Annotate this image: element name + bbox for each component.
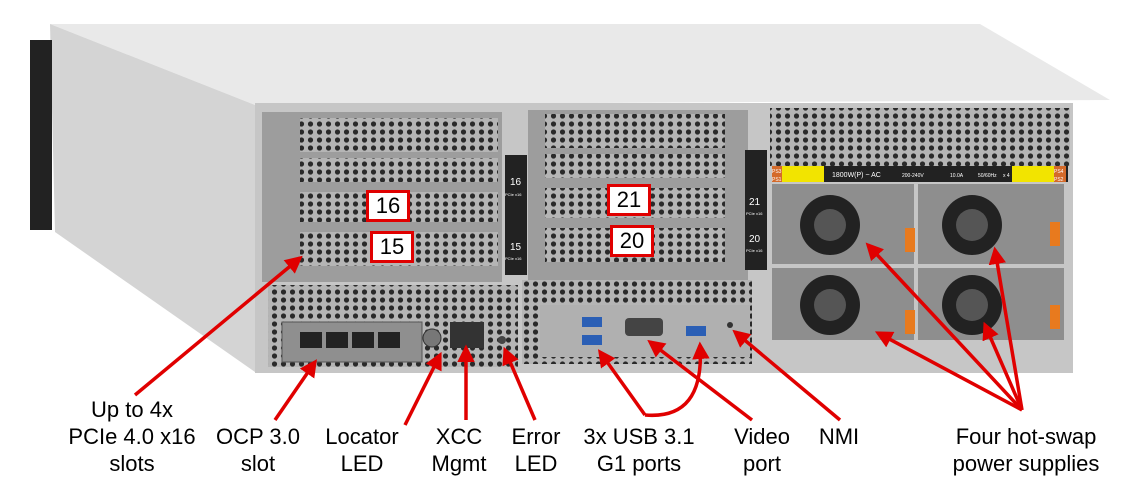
riser-label: 21 (749, 197, 761, 208)
chassis-top (50, 24, 1110, 105)
svg-text:x 4: x 4 (1003, 173, 1010, 179)
arrow-pcie (133, 255, 303, 397)
callout-locator-led: Locator LED (325, 424, 399, 476)
locator-led (422, 328, 442, 348)
arrow-video (647, 339, 754, 422)
usb-port (582, 335, 602, 345)
svg-text:1800W(P) ~ AC: 1800W(P) ~ AC (832, 172, 881, 179)
slot-number-20: 20 (610, 225, 654, 257)
callout-pcie: Up to 4x PCIe 4.0 x16 slots (68, 397, 196, 476)
riser-type: PCIe x16 (505, 256, 522, 261)
callout-error-led: Error LED (511, 424, 561, 476)
error-led (498, 336, 506, 344)
psu-bays (772, 184, 1064, 340)
arrow-psu (982, 321, 1024, 411)
svg-text:PS2: PS2 (1054, 177, 1064, 183)
chassis-side (50, 24, 255, 372)
arrow-psu (874, 331, 1023, 412)
callout-ocp: OCP 3.0 slot (216, 424, 300, 476)
riser-label: 16 (510, 177, 522, 188)
callout-psu: Four hot-swap power supplies (952, 424, 1100, 476)
callout-video: Video port (734, 424, 790, 476)
svg-text:PS4: PS4 (1054, 169, 1064, 175)
arrow-ocp (273, 359, 317, 421)
callout-xcc: XCC Mgmt (431, 424, 487, 476)
xcc-port (450, 322, 484, 348)
callout-usb: 3x USB 3.1 G1 ports (583, 424, 695, 476)
arrow-error (502, 346, 537, 421)
arrow-usb (644, 341, 710, 417)
arrow-nmi (732, 329, 842, 422)
nmi-button (727, 322, 733, 328)
rack-ear (30, 40, 52, 230)
arrow-psu (988, 246, 1024, 411)
riser-label: 20 (749, 234, 761, 245)
slot-number-16: 16 (366, 190, 410, 222)
svg-text:200-240V: 200-240V (902, 173, 924, 179)
callout-nmi: NMI (818, 424, 860, 449)
arrow-usb (597, 349, 647, 417)
svg-text:10.0A: 10.0A (950, 173, 964, 179)
slot-number-21: 21 (607, 184, 651, 216)
arrow-locator (403, 351, 442, 426)
riser-type: PCIe x16 (746, 248, 763, 253)
riser-type: PCIe x16 (746, 211, 763, 216)
svg-text:PS3: PS3 (772, 169, 782, 175)
svg-text:50/60Hz: 50/60Hz (978, 173, 997, 179)
svg-text:PS1: PS1 (772, 177, 782, 183)
slot-number-15: 15 (370, 231, 414, 263)
psu-label (772, 166, 1068, 182)
usb-port (582, 317, 602, 327)
arrow-psu (865, 242, 1024, 412)
riser-type: PCIe x16 (505, 192, 522, 197)
usb-port (686, 326, 706, 336)
video-port (625, 318, 663, 336)
riser-label: 15 (510, 242, 522, 253)
